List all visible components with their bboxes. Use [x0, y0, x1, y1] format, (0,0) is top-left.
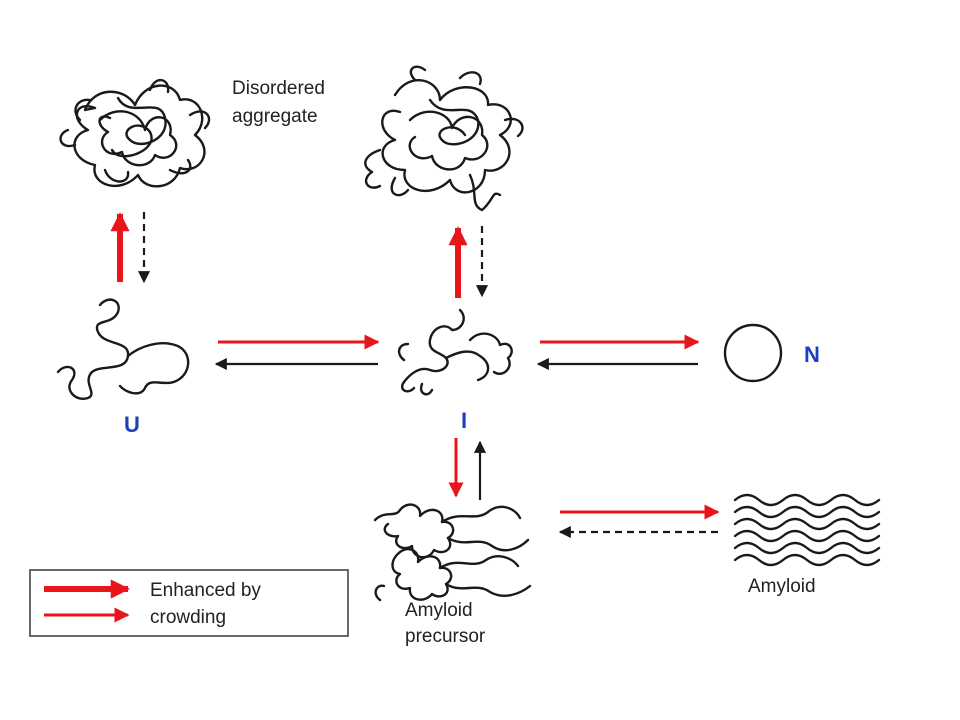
- label-disordered-aggregate-line2: aggregate: [232, 106, 318, 127]
- intermediate-chain-i: [397, 308, 513, 396]
- legend-text-line1: Enhanced by: [150, 580, 261, 601]
- aggregate-tangle-left: [59, 78, 211, 188]
- label-state-n: N: [804, 342, 820, 367]
- label-state-i: I: [461, 408, 467, 433]
- legend-text-line2: crowding: [150, 607, 226, 628]
- amyloid-fibril: [733, 493, 881, 567]
- aggregate-tangle-middle: [364, 65, 524, 212]
- native-state-circle: [723, 323, 783, 383]
- legend: Enhanced by crowding: [29, 569, 349, 637]
- label-amyloid-precursor-line2: precursor: [405, 626, 486, 647]
- label-disordered-aggregate-line1: Disordered: [232, 78, 325, 99]
- legend-box: [29, 569, 349, 637]
- label-state-u: U: [124, 412, 140, 437]
- label-amyloid-precursor-line1: Amyloid: [405, 600, 473, 621]
- label-amyloid: Amyloid: [748, 576, 816, 597]
- unfolded-chain-u: [56, 298, 190, 400]
- amyloid-precursor-shape: [373, 503, 532, 602]
